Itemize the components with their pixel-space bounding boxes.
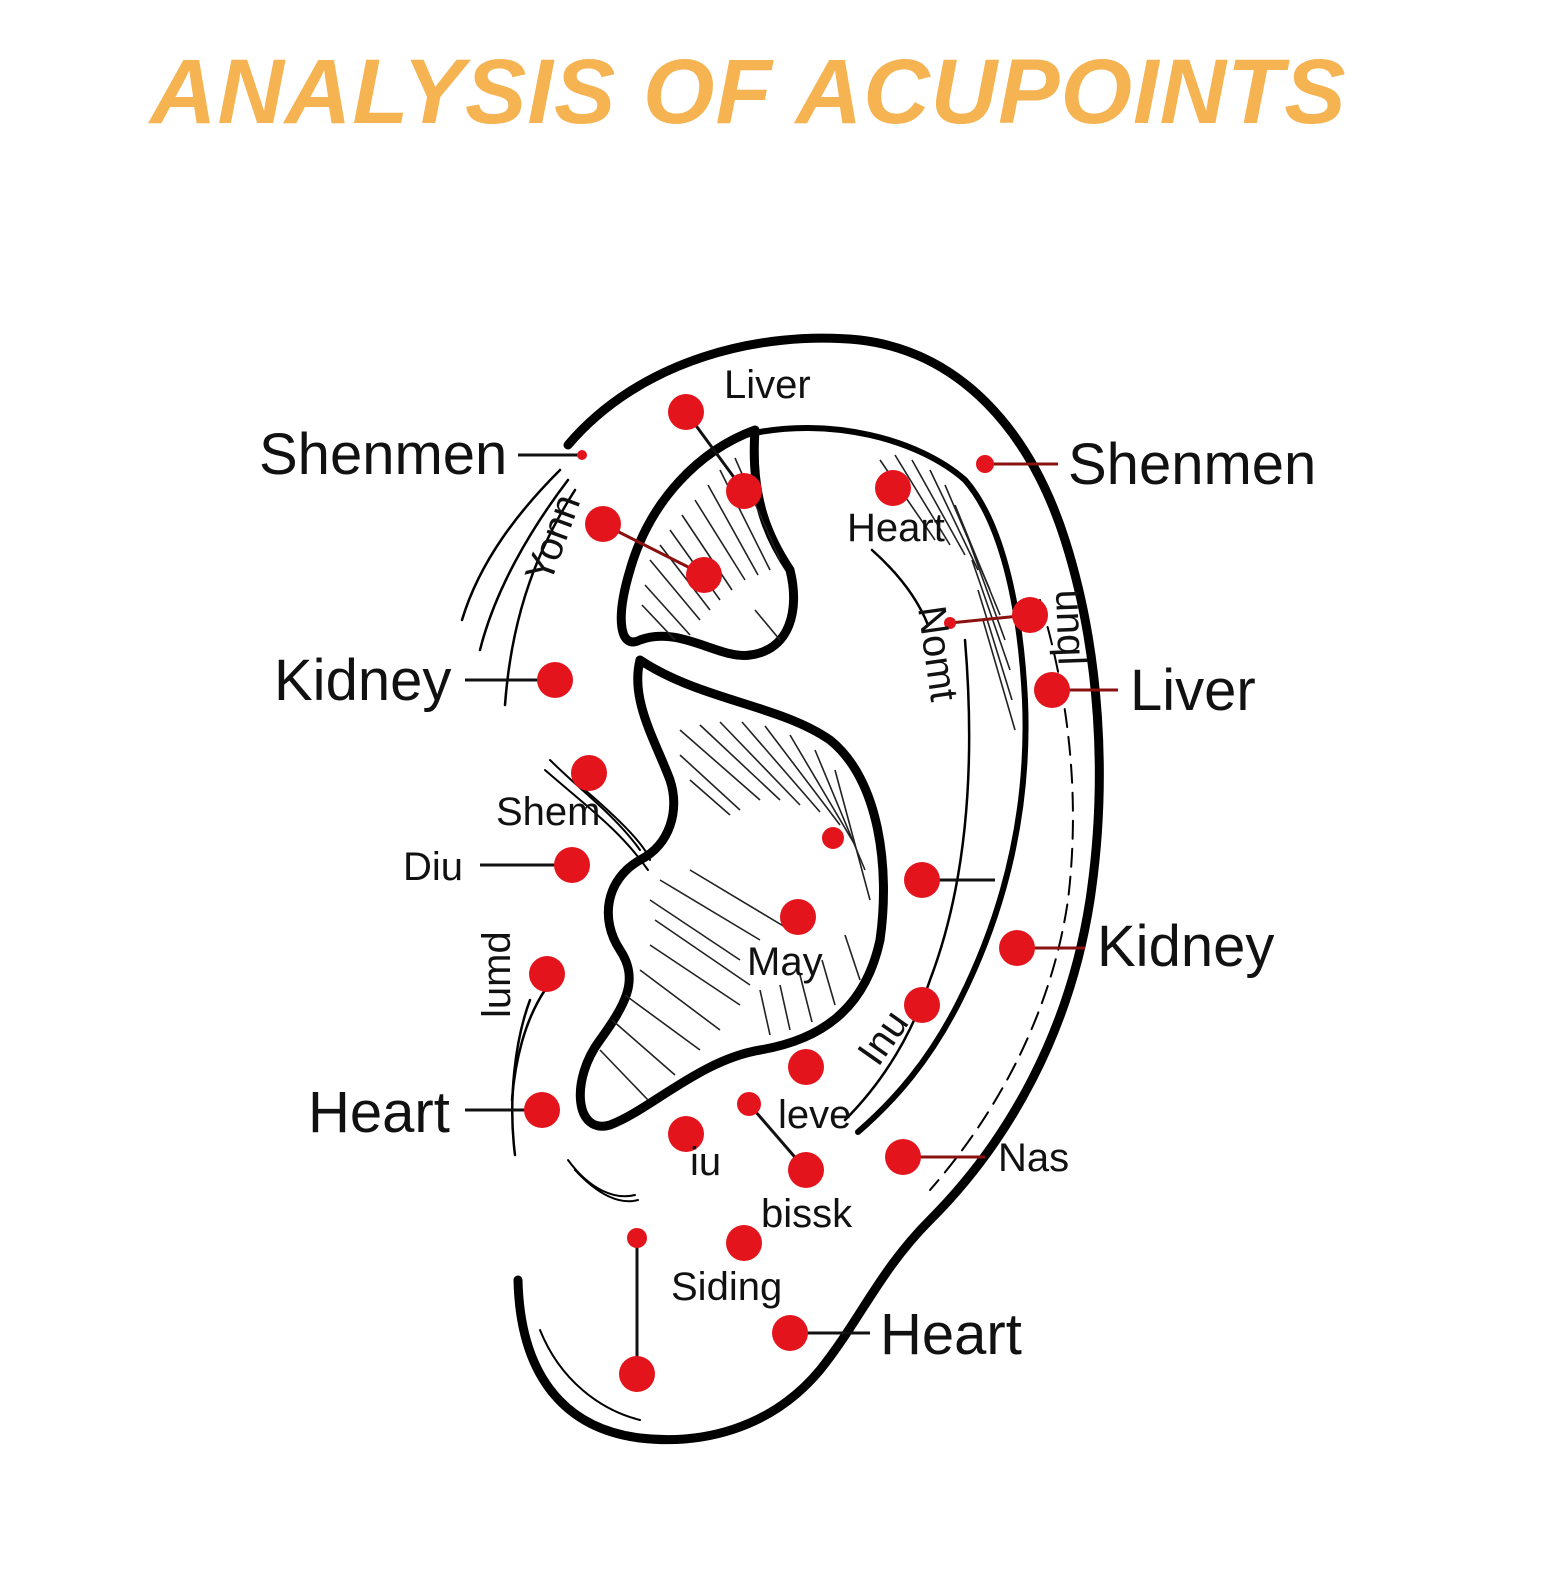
- acupoint-dot: [668, 1116, 704, 1152]
- label-shem: Shem: [496, 790, 601, 834]
- acupoint-dot: [668, 394, 704, 430]
- acupoint-dot: [772, 1315, 808, 1351]
- heart-guide-line: [870, 548, 930, 627]
- label-leve: leve: [778, 1093, 851, 1137]
- label-shenmen-left: Shenmen: [259, 422, 507, 487]
- acupoint-dot: [529, 956, 565, 992]
- label-liver-right: Liver: [1130, 658, 1256, 723]
- label-heart-upper: Heart: [847, 506, 945, 550]
- acupoint-dot: [686, 557, 722, 593]
- acupoint-dot: [976, 455, 994, 473]
- label-lumd: lumd: [475, 931, 519, 1018]
- label-liver-top: Liver: [724, 363, 811, 407]
- acupoint-dot: [885, 1139, 921, 1175]
- acupoint-dot: [577, 450, 587, 460]
- acupoint-dot: [999, 930, 1035, 966]
- label-siding: Siding: [671, 1265, 782, 1309]
- acupoint-dot: [524, 1092, 560, 1128]
- label-shenmen-right: Shenmen: [1068, 432, 1316, 497]
- acupoint-dot: [788, 1049, 824, 1085]
- acupoint-dot: [1012, 597, 1048, 633]
- concha-cavity: [575, 655, 888, 1131]
- acupoint-dot: [726, 473, 762, 509]
- label-diu: Diu: [403, 845, 463, 889]
- label-kidney-right: Kidney: [1097, 914, 1274, 979]
- label-bissk: bissk: [761, 1192, 853, 1236]
- label-may: May: [747, 940, 823, 984]
- acupoint-dot: [726, 1225, 762, 1261]
- acupoint-dot: [554, 847, 590, 883]
- label-iu: iu: [690, 1140, 721, 1184]
- label-nas: Nas: [998, 1136, 1069, 1180]
- acupoint-dot: [875, 470, 911, 506]
- acupoint-dot: [737, 1092, 761, 1116]
- acupoint-dot: [627, 1228, 647, 1248]
- acupoint-dot: [780, 899, 816, 935]
- label-heart-left: Heart: [308, 1080, 450, 1145]
- acupoint-dot: [1034, 672, 1070, 708]
- acupoint-labels: Liver Shenmen Shenmen Yonn Heart Nomt un…: [259, 363, 1316, 1367]
- label-nomt: Nomt: [909, 603, 966, 704]
- acupoint-dot: [944, 617, 956, 629]
- diagram-title: ANALYSIS OF ACUPOINTS: [150, 41, 1347, 143]
- label-unql: unql: [1047, 589, 1094, 666]
- acupoint-dot: [619, 1356, 655, 1392]
- acupoint-dot: [571, 755, 607, 791]
- lumd-guide-line: [510, 988, 547, 1102]
- acupoint-dot: [788, 1152, 824, 1188]
- acupoint-dot: [904, 862, 940, 898]
- acupoint-dot: [585, 506, 621, 542]
- label-kidney-left: Kidney: [274, 648, 451, 713]
- label-heart-bottom: Heart: [880, 1302, 1022, 1367]
- acupoint-dot: [537, 662, 573, 698]
- acupoints: [524, 394, 1070, 1392]
- acupoint-dot: [822, 827, 844, 849]
- acupoint-dot: [904, 987, 940, 1023]
- upper-concha: [616, 425, 799, 660]
